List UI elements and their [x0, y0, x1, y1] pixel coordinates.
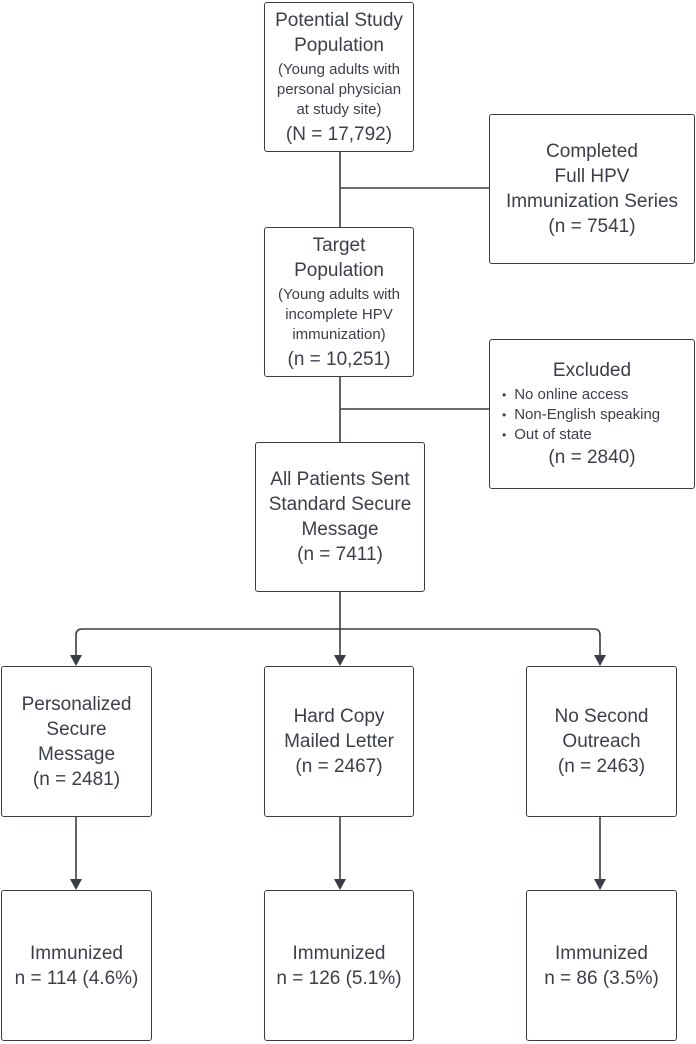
result-box-no-second: Immunized n = 86 (3.5%): [526, 890, 677, 1041]
arm-title: Hard Copy Mailed Letter: [284, 706, 394, 752]
arrowhead-arm1: [70, 655, 82, 666]
arm-title: Personalized Secure Message: [21, 693, 132, 765]
arm-box-personalized: Personalized Secure Message (n = 2481): [1, 666, 152, 817]
result-box-personalized: Immunized n = 114 (4.6%): [1, 890, 152, 1041]
result-value: n = 114 (4.6%): [14, 967, 139, 989]
excluded-reason: Out of state: [502, 425, 660, 445]
completed-title-line3: Immunization Series: [505, 191, 679, 212]
all-sent-count: (n = 7411): [297, 544, 383, 565]
result-value: n = 126 (5.1%): [276, 967, 402, 989]
target-note: (Young adults with incomplete HPV immuni…: [277, 285, 401, 343]
potential-note: (Young adults with personal physician at…: [276, 60, 402, 118]
excluded-title: Excluded: [552, 360, 632, 381]
excluded-count: (n = 2840): [548, 447, 636, 468]
target-population-box: Target Population (Young adults with inc…: [264, 227, 414, 377]
arm-count: (n = 2481): [32, 768, 121, 790]
result-box-hard-copy: Immunized n = 126 (5.1%): [264, 890, 414, 1041]
potential-count: (N = 17,792): [285, 123, 393, 145]
result-title: Immunized: [292, 942, 386, 964]
excluded-reason: No online access: [502, 385, 660, 405]
arm-box-hard-copy: Hard Copy Mailed Letter (n = 2467): [264, 666, 414, 817]
potential-population-box: Potential Study Population (Young adults…: [264, 2, 414, 152]
excluded-reasons-list: No online access Non-English speaking Ou…: [490, 385, 660, 445]
potential-title: Potential Study Population: [275, 9, 403, 56]
arrowhead-result3: [594, 879, 606, 890]
result-title: Immunized: [30, 942, 123, 964]
all-sent-box: All Patients Sent Standard Secure Messag…: [255, 442, 425, 592]
completed-title-line2: Full HPV: [554, 166, 630, 187]
all-sent-title: All Patients Sent Standard Secure Messag…: [268, 469, 412, 540]
arm-count: (n = 2467): [295, 756, 383, 777]
arm-title: No Second Outreach: [554, 706, 649, 752]
excluded-box: Excluded No online access Non-English sp…: [489, 339, 695, 489]
arrowhead-result1: [70, 879, 82, 890]
excluded-reason: Non-English speaking: [502, 405, 660, 425]
arrowhead-arm3: [594, 655, 606, 666]
connector-branch-bar: [75, 628, 601, 662]
arm-box-no-second: No Second Outreach (n = 2463): [526, 666, 677, 817]
arrowhead-arm2: [334, 655, 346, 666]
arrowhead-result2: [334, 879, 346, 890]
target-title: Target Population: [294, 234, 384, 281]
result-title: Immunized: [555, 942, 648, 964]
target-count: (n = 10,251): [287, 348, 391, 370]
completed-box: Completed Full HPV Immunization Series (…: [489, 114, 695, 264]
completed-count: (n = 7541): [548, 216, 636, 237]
completed-title-line1: Completed: [546, 141, 638, 162]
result-value: n = 86 (3.5%): [544, 967, 659, 989]
arm-count: (n = 2463): [557, 756, 646, 777]
